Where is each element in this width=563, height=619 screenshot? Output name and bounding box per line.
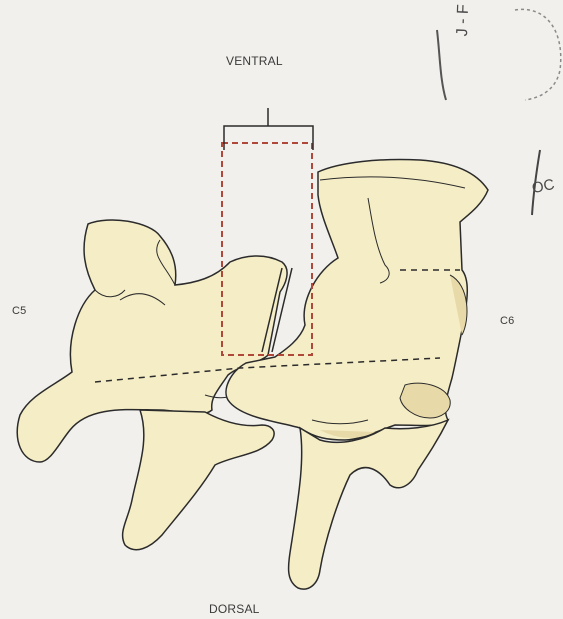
ventral-label: VENTRAL bbox=[226, 54, 283, 68]
dorsal-label: DORSAL bbox=[209, 602, 260, 616]
stamp-text-a: J - F bbox=[454, 4, 473, 37]
c6-label: C6 bbox=[500, 315, 514, 327]
c5-label: C5 bbox=[12, 305, 26, 317]
c6-vertebra bbox=[226, 160, 488, 590]
